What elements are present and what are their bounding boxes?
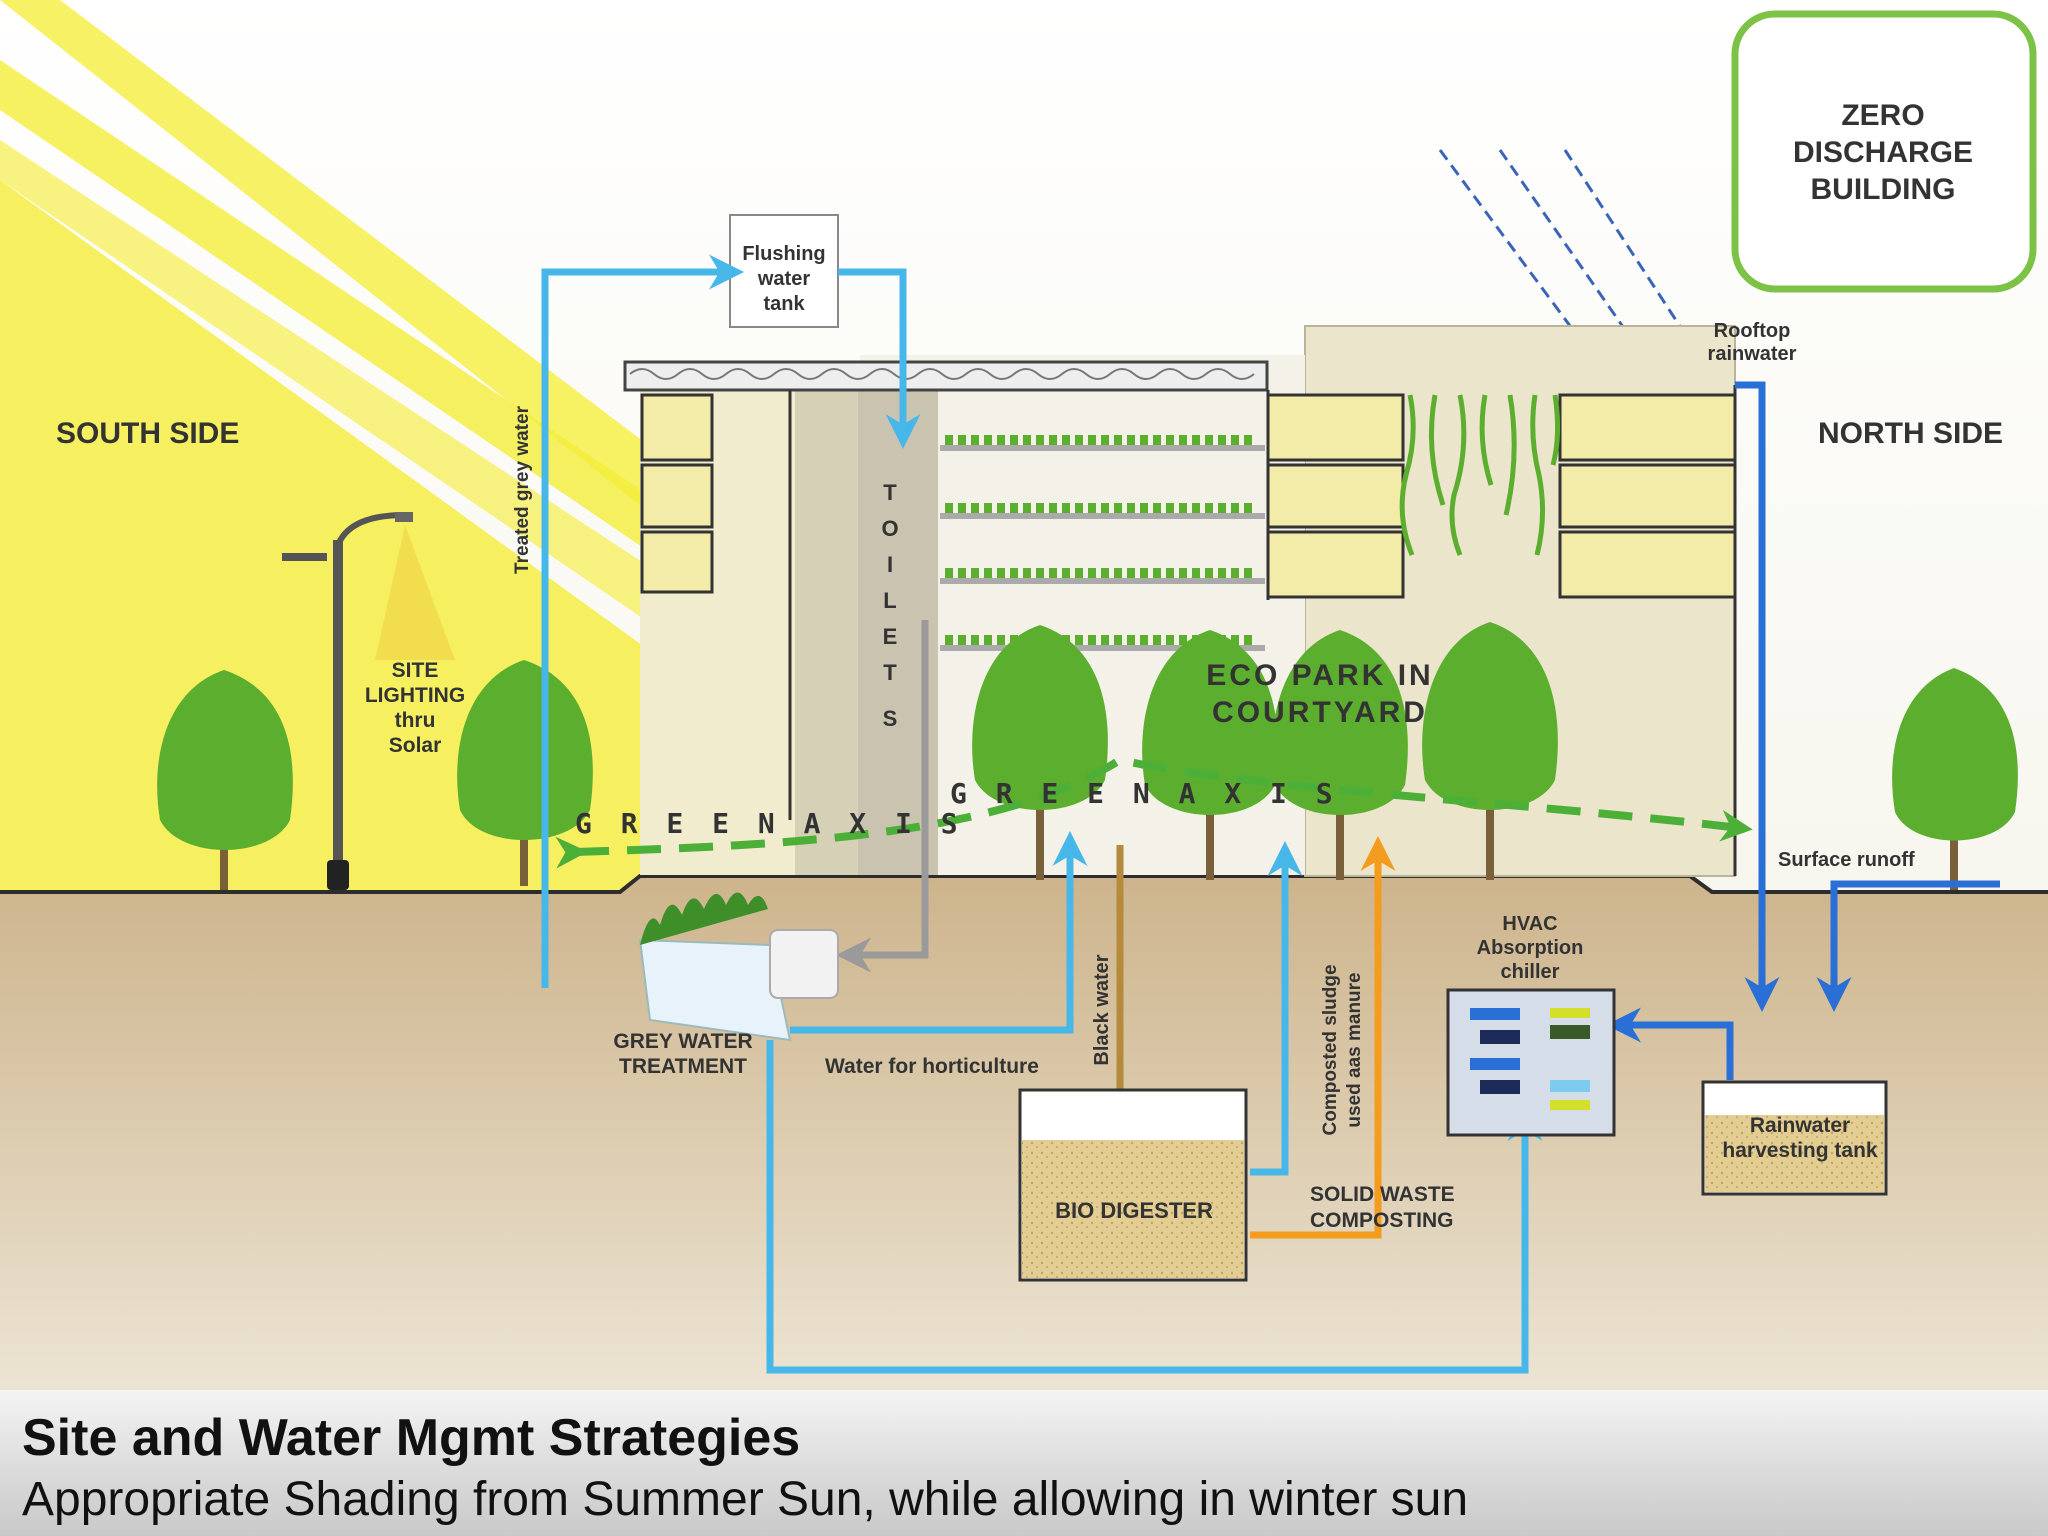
svg-text:BUILDING: BUILDING (1811, 173, 1956, 206)
svg-text:SITE: SITE (392, 659, 439, 682)
hvac-absorption-chiller (1446, 988, 1616, 1137)
black-water-label: Black water (1091, 954, 1113, 1065)
site-lighting-label: SITE LIGHTING thru Solar (365, 659, 465, 757)
bio-digester-label: BIO DIGESTER (1055, 1198, 1213, 1223)
svg-text:E: E (883, 624, 898, 649)
svg-text:SOLID WASTE: SOLID WASTE (1310, 1183, 1455, 1206)
svg-text:COMPOSTING: COMPOSTING (1310, 1209, 1454, 1232)
treated-grey-water-line (541, 254, 744, 988)
svg-text:ZERO: ZERO (1841, 99, 1924, 132)
green-axis-left-label: G R E E N A X I S (575, 807, 964, 840)
toilet-waste-line (836, 620, 929, 973)
svg-text:GREY WATER: GREY WATER (613, 1030, 752, 1053)
svg-text:LIGHTING: LIGHTING (365, 684, 465, 707)
bio-digester (1018, 1088, 1248, 1282)
slide-title: Site and Water Mgmt Strategies (22, 1409, 801, 1467)
tree-icon (1892, 668, 2018, 890)
grey-water-treatment-unit (638, 892, 839, 1042)
svg-text:Composted sludge: Composted sludge (1320, 964, 1341, 1135)
svg-text:Flushing: Flushing (742, 243, 825, 265)
svg-text:S: S (883, 706, 898, 731)
grey-to-hvac-line (766, 1040, 1543, 1374)
svg-text:COURTYARD: COURTYARD (1212, 696, 1428, 729)
svg-text:T: T (883, 660, 897, 685)
slide-subtitle: Appropriate Shading from Summer Sun, whi… (22, 1473, 1469, 1526)
svg-text:HVAC: HVAC (1502, 913, 1557, 935)
toilets-label: T O I L E T S (881, 480, 898, 731)
green-terraces (940, 435, 1265, 651)
svg-text:T: T (883, 480, 897, 505)
svg-text:L: L (883, 588, 896, 613)
svg-text:DISCHARGE: DISCHARGE (1793, 136, 1973, 169)
horticulture-line (790, 831, 1088, 1034)
svg-text:ECO PARK IN: ECO PARK IN (1206, 659, 1433, 692)
svg-text:O: O (881, 516, 898, 541)
eco-park-label: ECO PARK IN COURTYARD (1206, 659, 1433, 729)
tree-icon (157, 670, 293, 890)
rainwater-tank-label: Rainwater harvesting tank (1722, 1114, 1878, 1162)
digester-to-park-line (1250, 841, 1303, 1176)
svg-text:thru: thru (395, 709, 436, 732)
north-side-label: NORTH SIDE (1818, 417, 2003, 450)
svg-text:tank: tank (763, 293, 805, 315)
flushing-water-tank: Flushing water tank (729, 214, 839, 328)
compost-line (1250, 836, 1396, 1239)
rain-to-hvac-line (1606, 1007, 1734, 1080)
surface-runoff-line (1816, 880, 2000, 1012)
hvac-label: HVAC Absorption chiller (1477, 913, 1584, 983)
green-axis-right-label: G R E E N A X I S (950, 777, 1339, 810)
svg-text:Absorption: Absorption (1477, 937, 1584, 959)
surface-runoff-label: Surface runoff (1778, 849, 1915, 871)
south-side-label: SOUTH SIDE (56, 417, 239, 450)
street-light-icon (282, 512, 455, 890)
zero-discharge-badge: ZERO DISCHARGE BUILDING (1731, 10, 2037, 293)
rainwater-harvesting-tank (1701, 1080, 1888, 1196)
water-horticulture-label: Water for horticulture (825, 1055, 1039, 1078)
hanging-vines (1399, 394, 1561, 556)
green-axis-arrow (555, 755, 1753, 869)
svg-text:chiller: chiller (1501, 961, 1560, 983)
site-water-diagram: T O I L E T S Flushing water tank (0, 0, 2048, 1390)
tree-icon (457, 660, 593, 886)
composted-sludge-label: Composted sludge used aas manure (1320, 964, 1365, 1135)
svg-text:rainwater: rainwater (1708, 343, 1797, 365)
svg-text:Solar: Solar (389, 734, 442, 757)
svg-text:harvesting tank: harvesting tank (1722, 1139, 1878, 1162)
rooftop-rainwater-label: Rooftop rainwater (1708, 320, 1797, 365)
trees (157, 622, 2018, 890)
svg-text:water: water (757, 268, 810, 290)
solid-waste-label: SOLID WASTE COMPOSTING (1310, 1183, 1455, 1232)
flushing-supply-line (838, 268, 921, 449)
svg-text:TREATMENT: TREATMENT (619, 1055, 747, 1078)
svg-text:Rooftop: Rooftop (1714, 320, 1791, 342)
svg-text:Rainwater: Rainwater (1750, 1114, 1850, 1137)
grey-water-treatment-label: GREY WATER TREATMENT (613, 1030, 752, 1078)
treated-grey-water-label: Treated grey water (512, 405, 533, 574)
svg-text:I: I (887, 552, 893, 577)
water-flow-lines (541, 254, 2000, 1374)
rooftop-rain-line (1735, 381, 1780, 1012)
svg-text:used aas manure: used aas manure (1344, 972, 1365, 1127)
caption-bar: Site and Water Mgmt Strategies Appropria… (0, 1390, 2048, 1536)
